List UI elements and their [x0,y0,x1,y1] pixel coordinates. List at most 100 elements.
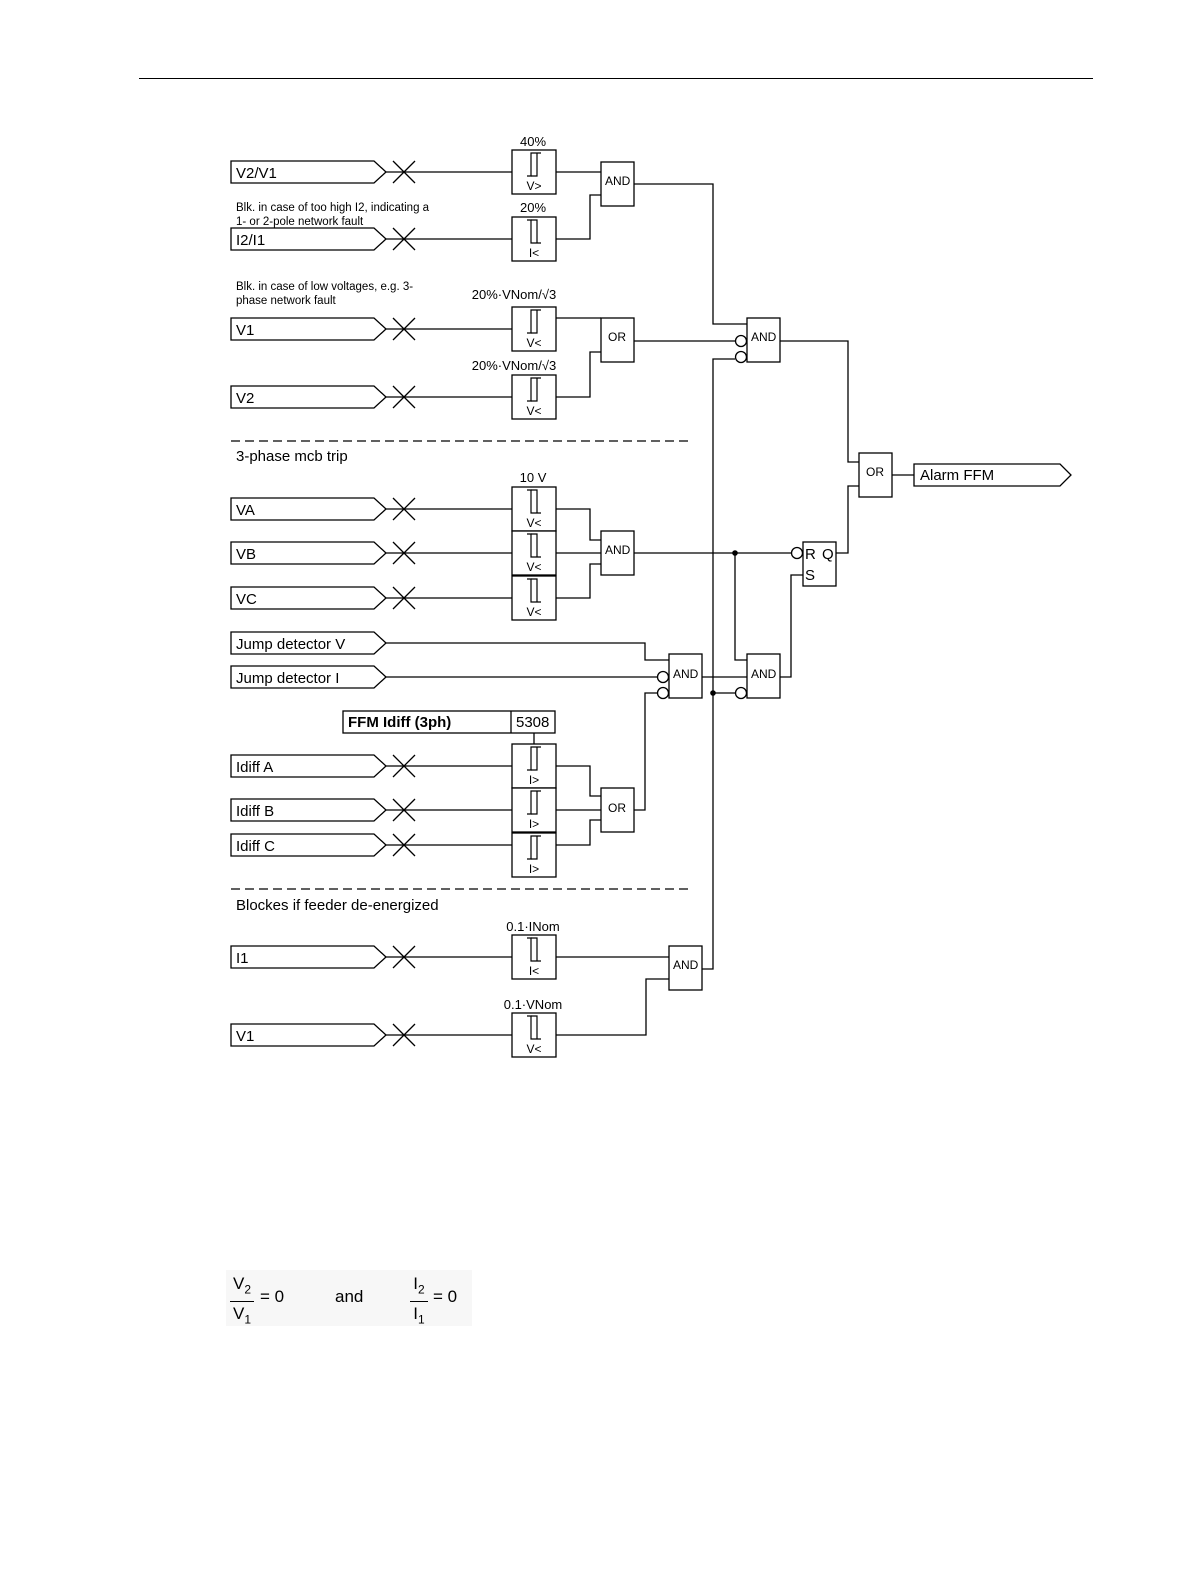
svg-text:I>: I> [529,817,539,831]
and-gate-jump-detector: AND [656,653,703,700]
threshold-label: 20% [520,200,546,215]
svg-text:V1: V1 [236,322,254,339]
input-signal-vb: VB [230,541,387,565]
svg-text:I>: I> [529,862,539,876]
svg-text:Jump detector I: Jump detector I [236,670,339,687]
signal-wires [385,171,914,1036]
comparator-v1-under: V< [511,306,557,352]
formula-i-numerator-sub: 2 [418,1282,425,1297]
svg-text:Idiff B: Idiff B [236,803,274,820]
formula-v-numerator: V [232,1274,245,1293]
section-label-mcb-trip: 3-phase mcb trip [236,448,348,465]
fraction-i2-i1: I2 I1 [410,1274,428,1330]
comparator-idiff-a-over: I> [511,743,557,789]
junction-dot [732,550,738,556]
threshold-label: 40% [520,134,546,149]
formula-i-denominator-sub: 1 [418,1312,425,1327]
threshold-label: 0.1·INom [506,919,559,934]
comparator-idiff-b-over: I> [511,787,557,833]
page-header-rule [139,78,1093,79]
comparator-va-under: V< [511,486,557,532]
threshold-label: 20%·VNom/√3 [472,358,556,373]
input-signal-v1-feeder: V1 [230,1023,387,1047]
or-gate-alarm: OR [858,452,893,498]
input-signal-v1: V1 [230,317,387,341]
svg-text:Alarm FFM: Alarm FFM [920,467,994,484]
comparator-vb-under: V< [511,530,557,576]
or-gate-low-voltage: OR [600,317,635,363]
comparator-v2v1-over: V> [511,149,557,195]
input-signal-idiff-a: Idiff A [230,754,387,778]
formula-v-denominator: V [232,1304,245,1324]
svg-text:V2: V2 [236,390,254,407]
svg-text:Jump detector V: Jump detector V [236,636,345,653]
input-signal-idiff-b: Idiff B [230,798,387,822]
svg-text:AND: AND [605,543,631,557]
input-signal-jump-detector-v: Jump detector V [230,631,387,655]
svg-text:OR: OR [608,801,626,815]
note-blk-i2: Blk. in case of too high I2, indicating … [236,202,430,214]
input-signal-jump-detector-i: Jump detector I [230,665,387,689]
note-blk-low-voltage: phase network fault [236,295,337,307]
comparator-v1-feeder-under: V< [511,1012,557,1058]
symmetry-formula: V2 V1 = 0 and I2 I1 = 0 [226,1270,472,1327]
note-blk-i2: 1- or 2-pole network fault [236,216,364,228]
input-signal-v2: V2 [230,385,387,409]
output-signal-alarm-ffm: Alarm FFM [913,463,1072,487]
svg-text:AND: AND [751,667,777,681]
setting-ffm-idiff: FFM Idiff (3ph) 5308 [342,710,556,734]
svg-text:AND: AND [605,174,631,188]
formula-equals-zero: = 0 [433,1287,458,1306]
svg-text:V<: V< [526,336,541,350]
svg-text:FFM Idiff (3ph): FFM Idiff (3ph) [348,714,451,731]
svg-text:Q: Q [822,546,834,563]
input-signal-va: VA [230,497,387,521]
input-signal-idiff-c: Idiff C [230,833,387,857]
threshold-label: 10 V [520,470,547,485]
formula-i-numerator: I [413,1274,419,1293]
svg-text:I2/I1: I2/I1 [236,232,265,249]
formula-v-denominator-sub: 1 [244,1312,252,1327]
svg-text:OR: OR [608,330,626,344]
svg-text:I<: I< [529,964,539,978]
input-signal-i2i1: I2/I1 [230,227,387,251]
svg-text:VC: VC [236,591,257,608]
svg-text:I<: I< [529,246,539,260]
svg-text:OR: OR [866,465,884,479]
and-gate-asymmetric-alarm: AND [734,317,781,364]
svg-text:Idiff A: Idiff A [236,759,273,776]
or-gate-idiff: OR [600,787,635,833]
and-gate-mcb-trip: AND [600,530,635,576]
and-gate-feeder-energized: AND [668,945,703,991]
and-gate-negative-sequence: AND [600,161,635,207]
input-signal-v2v1: V2/V1 [230,160,387,184]
threshold-label: 0.1·VNom [504,997,563,1012]
svg-text:Idiff C: Idiff C [236,838,275,855]
threshold-label: 20%·VNom/√3 [472,287,556,302]
svg-text:AND: AND [673,667,699,681]
comparator-v2-under: V< [511,374,557,420]
svg-text:V<: V< [526,560,541,574]
formula-v-numerator-sub: 2 [244,1282,252,1297]
section-label-deenergized: Blockes if feeder de-energized [236,897,439,914]
svg-text:V<: V< [526,404,541,418]
input-signal-vc: VC [230,586,387,610]
comparator-i2i1-under: I< [511,216,557,262]
svg-text:AND: AND [751,330,777,344]
svg-text:V>: V> [526,179,541,193]
svg-text:AND: AND [673,958,699,972]
formula-and: and [335,1287,364,1306]
svg-text:V1: V1 [236,1028,254,1045]
svg-text:VB: VB [236,546,256,563]
svg-text:5308: 5308 [516,714,549,731]
svg-text:V<: V< [526,1042,541,1056]
svg-text:R: R [805,546,816,563]
comparator-idiff-c-over: I> [511,832,557,878]
svg-text:I1: I1 [236,950,249,967]
and-gate-set-latch: AND [734,653,781,700]
junction-dot [710,690,716,696]
svg-text:V<: V< [526,516,541,530]
svg-text:V2/V1: V2/V1 [236,165,277,182]
comparator-vc-under: V< [511,575,557,621]
